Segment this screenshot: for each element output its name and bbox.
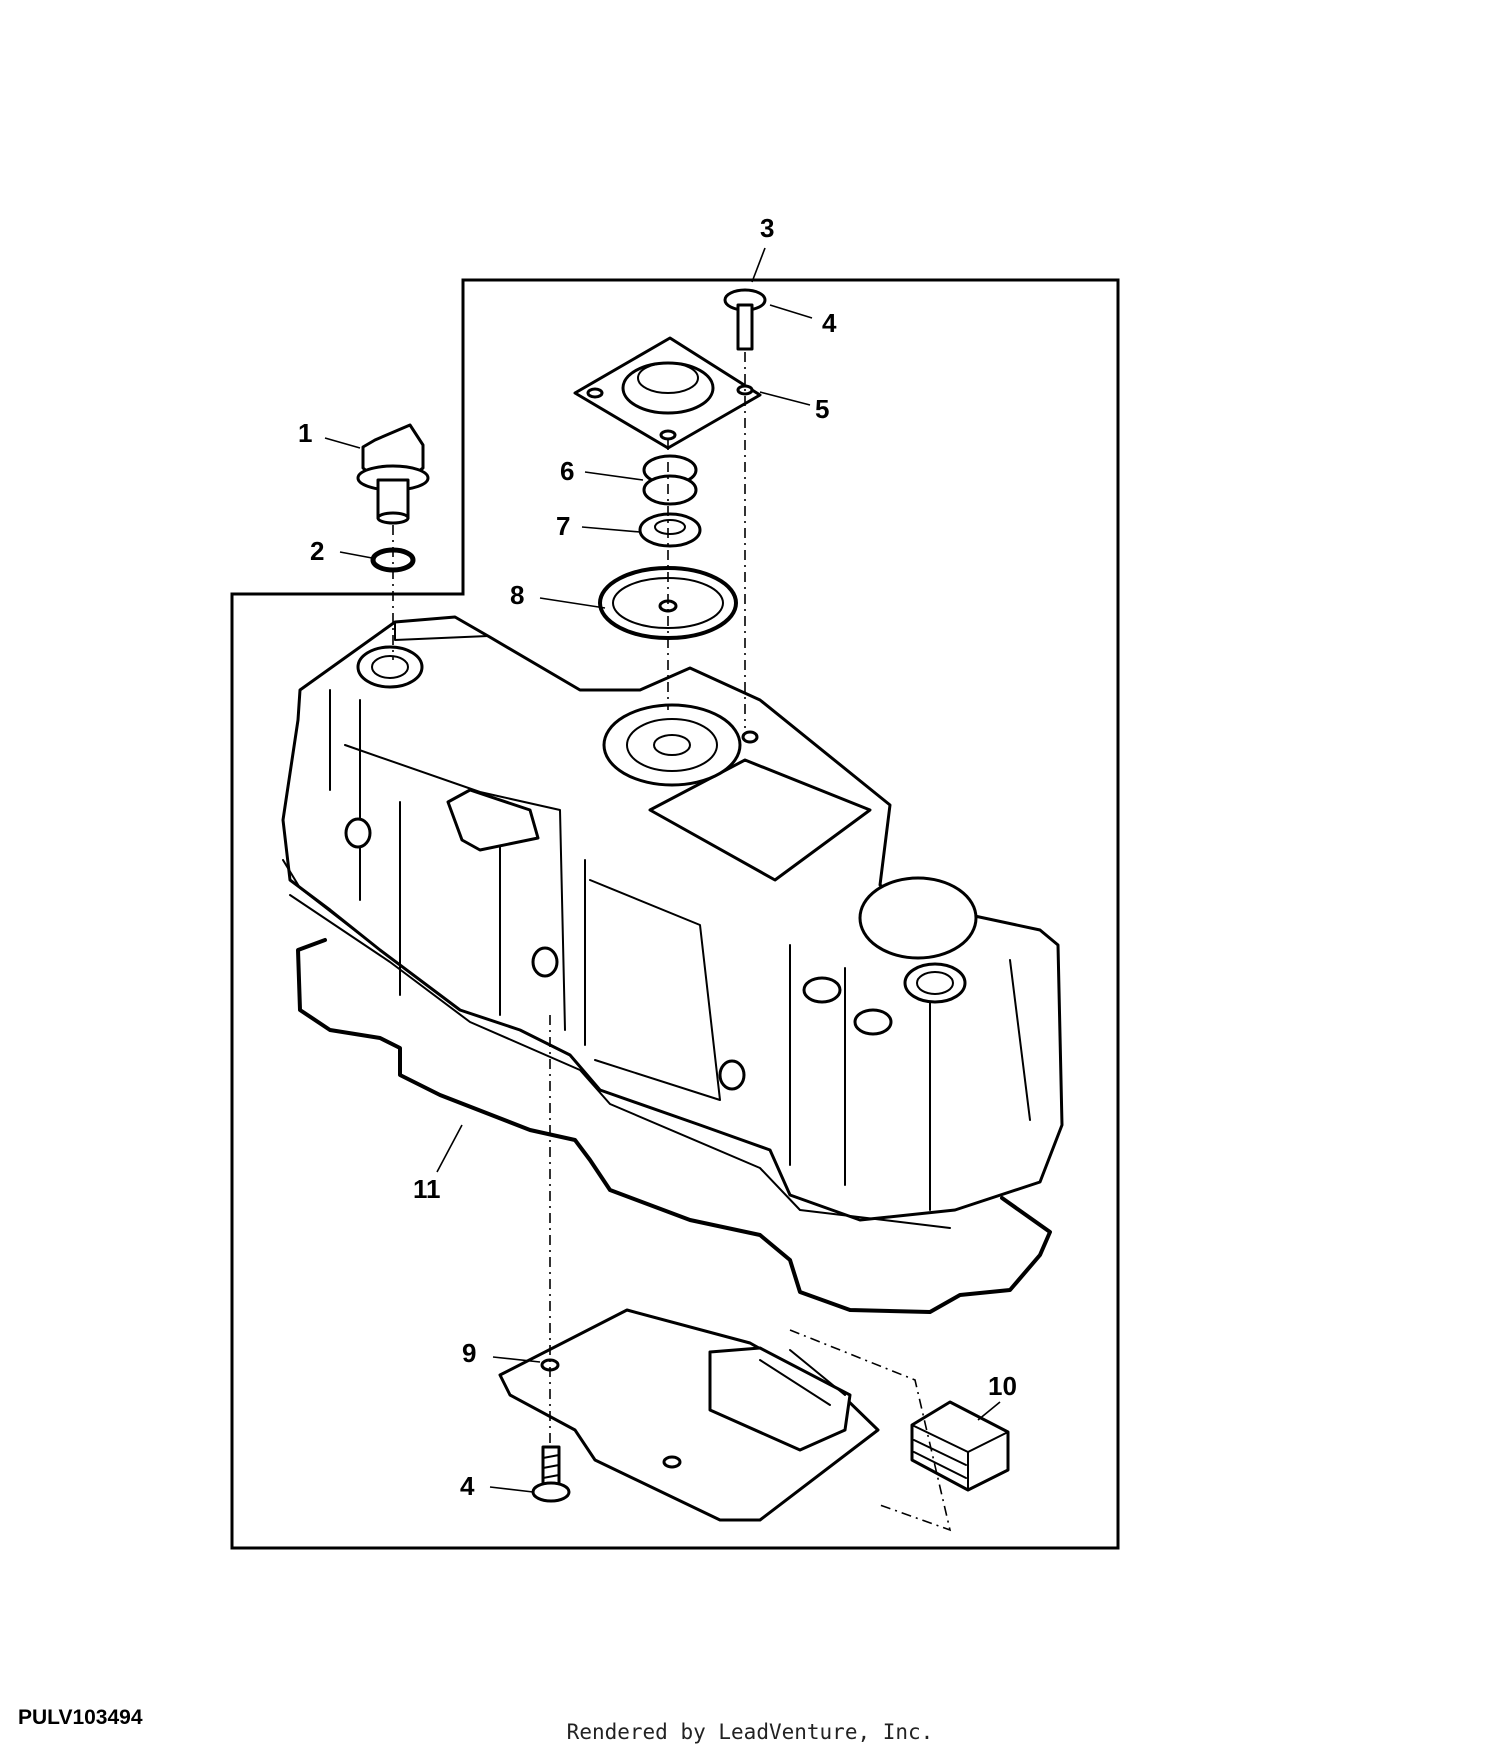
callout-9: 9 [462, 1338, 476, 1368]
callout-11: 11 [413, 1174, 441, 1204]
oil-fill-cap [356, 423, 430, 525]
callout-4-bottom: 4 [460, 1471, 475, 1501]
cap-screw-bottom [531, 1445, 571, 1503]
callout-3: 3 [760, 213, 774, 243]
cover-plate [573, 336, 762, 450]
assembly-frame [230, 278, 1120, 1550]
callout-labels: 1 2 3 4 5 6 7 8 9 10 11 4 [298, 213, 1017, 1501]
gasket [296, 938, 1052, 1314]
callout-8: 8 [510, 580, 524, 610]
alignment-lines [392, 352, 952, 1532]
valve-cover [281, 615, 1064, 1229]
figure-id: PULV103494 [18, 1706, 143, 1729]
spring-seat [638, 512, 702, 548]
callout-1: 1 [298, 418, 312, 448]
render-credit: Rendered by LeadVenture, Inc. [566, 1720, 934, 1744]
callout-7: 7 [556, 511, 570, 541]
filter-element [910, 1400, 1010, 1492]
callout-6: 6 [560, 456, 574, 486]
callout-2: 2 [310, 536, 324, 566]
callout-5: 5 [815, 394, 829, 424]
callout-10: 10 [988, 1371, 1017, 1401]
cap-screw-top [723, 288, 767, 351]
leader-lines [324, 247, 1001, 1493]
baffle-plate [498, 1308, 880, 1522]
callout-4-top: 4 [822, 308, 837, 338]
valve-insert [642, 454, 698, 506]
